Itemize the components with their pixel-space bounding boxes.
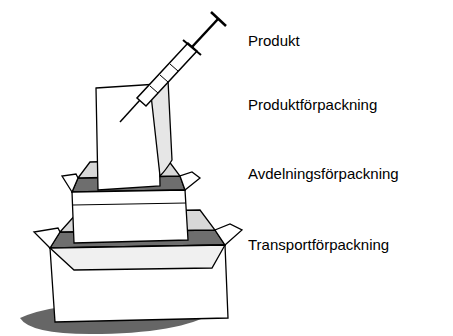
- box-flap: [180, 172, 200, 190]
- box-front: [50, 245, 228, 322]
- box-edge: [73, 203, 186, 205]
- level-label: Produktförpackning: [248, 96, 377, 114]
- level-label: Transportförpackning: [248, 236, 389, 254]
- box-front-flap: [50, 245, 225, 270]
- syringe: [120, 12, 226, 122]
- level-label: Avdelningsförpackning: [248, 165, 399, 183]
- level-label: Produkt: [248, 32, 300, 50]
- box-flap: [62, 174, 78, 192]
- box-flap: [215, 224, 242, 245]
- box-front: [72, 190, 188, 243]
- box-flap: [34, 228, 60, 248]
